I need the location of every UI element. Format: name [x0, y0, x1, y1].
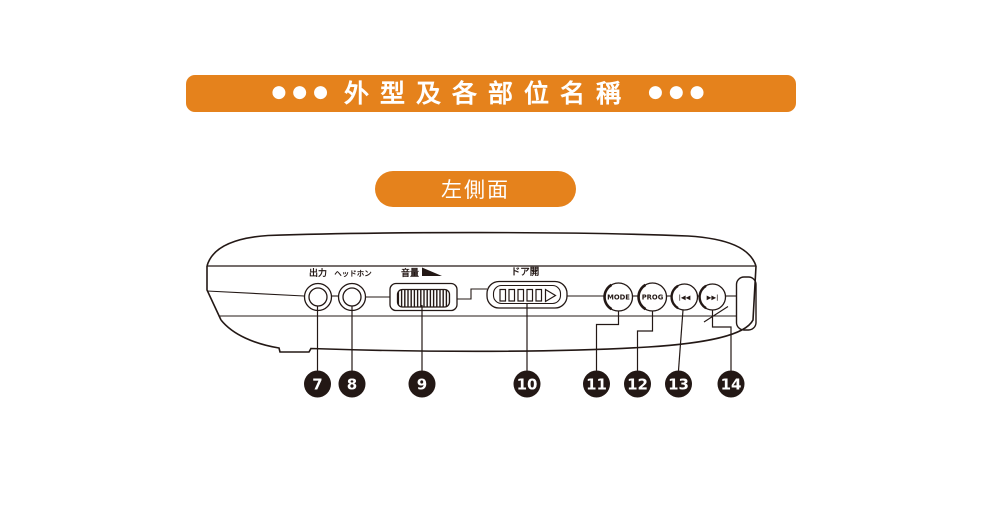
door-open-slider: ドア開 — [486, 266, 568, 309]
device-outline — [206, 231, 757, 353]
banner-dots-right: ●●● — [648, 82, 711, 102]
title-banner: ●●● 外型及各部位名稱 ●●● — [186, 75, 796, 112]
callout-12-number: 12 — [627, 376, 648, 394]
prev-track-button: |◀◀ — [670, 283, 699, 311]
callout-7: 7 — [304, 370, 331, 398]
callout-9-number: 9 — [417, 376, 427, 394]
callout-10: 10 — [513, 370, 541, 398]
leader-lines — [316, 303, 732, 371]
callout-10-number: 10 — [517, 376, 538, 394]
headphone-jack-label: ヘッドホン — [334, 269, 372, 278]
callout-8: 8 — [338, 370, 366, 398]
door-open-label: ドア開 — [511, 266, 540, 278]
next-track-button: ▶▶| — [698, 283, 727, 311]
prev-track-icon: |◀◀ — [679, 295, 691, 303]
callout-12: 12 — [624, 370, 651, 398]
prog-button: PROG — [637, 282, 668, 312]
headphone-jack: ヘッドホン — [334, 269, 372, 312]
page-title: 外型及各部位名稱 — [343, 79, 632, 108]
callout-7-number: 7 — [312, 376, 322, 394]
prog-button-label: PROG — [642, 294, 664, 302]
callout-14: 14 — [717, 370, 745, 398]
callout-13-number: 13 — [668, 376, 689, 394]
callout-8-number: 8 — [347, 376, 357, 394]
volume-dial: 音量 — [389, 267, 458, 312]
section-badge-left-side: 左側面 — [375, 171, 576, 207]
section-badge-label: 左側面 — [441, 178, 510, 202]
mode-button: MODE — [603, 282, 634, 312]
banner-dots-left: ●●● — [271, 82, 334, 102]
slider-arrow-icon — [544, 288, 557, 303]
callout-9: 9 — [408, 370, 436, 398]
next-track-icon: ▶▶| — [707, 295, 719, 303]
output-jack: 出力 — [303, 267, 333, 312]
volume-label: 音量 — [401, 267, 419, 279]
callout-14-number: 14 — [721, 376, 742, 394]
volume-ramp-icon — [422, 267, 442, 276]
output-jack-label: 出力 — [309, 267, 327, 279]
callout-11-number: 11 — [586, 376, 607, 394]
callout-11: 11 — [583, 370, 610, 398]
hinge-plate — [735, 276, 757, 331]
mode-button-label: MODE — [607, 294, 630, 302]
callout-13: 13 — [665, 370, 692, 398]
